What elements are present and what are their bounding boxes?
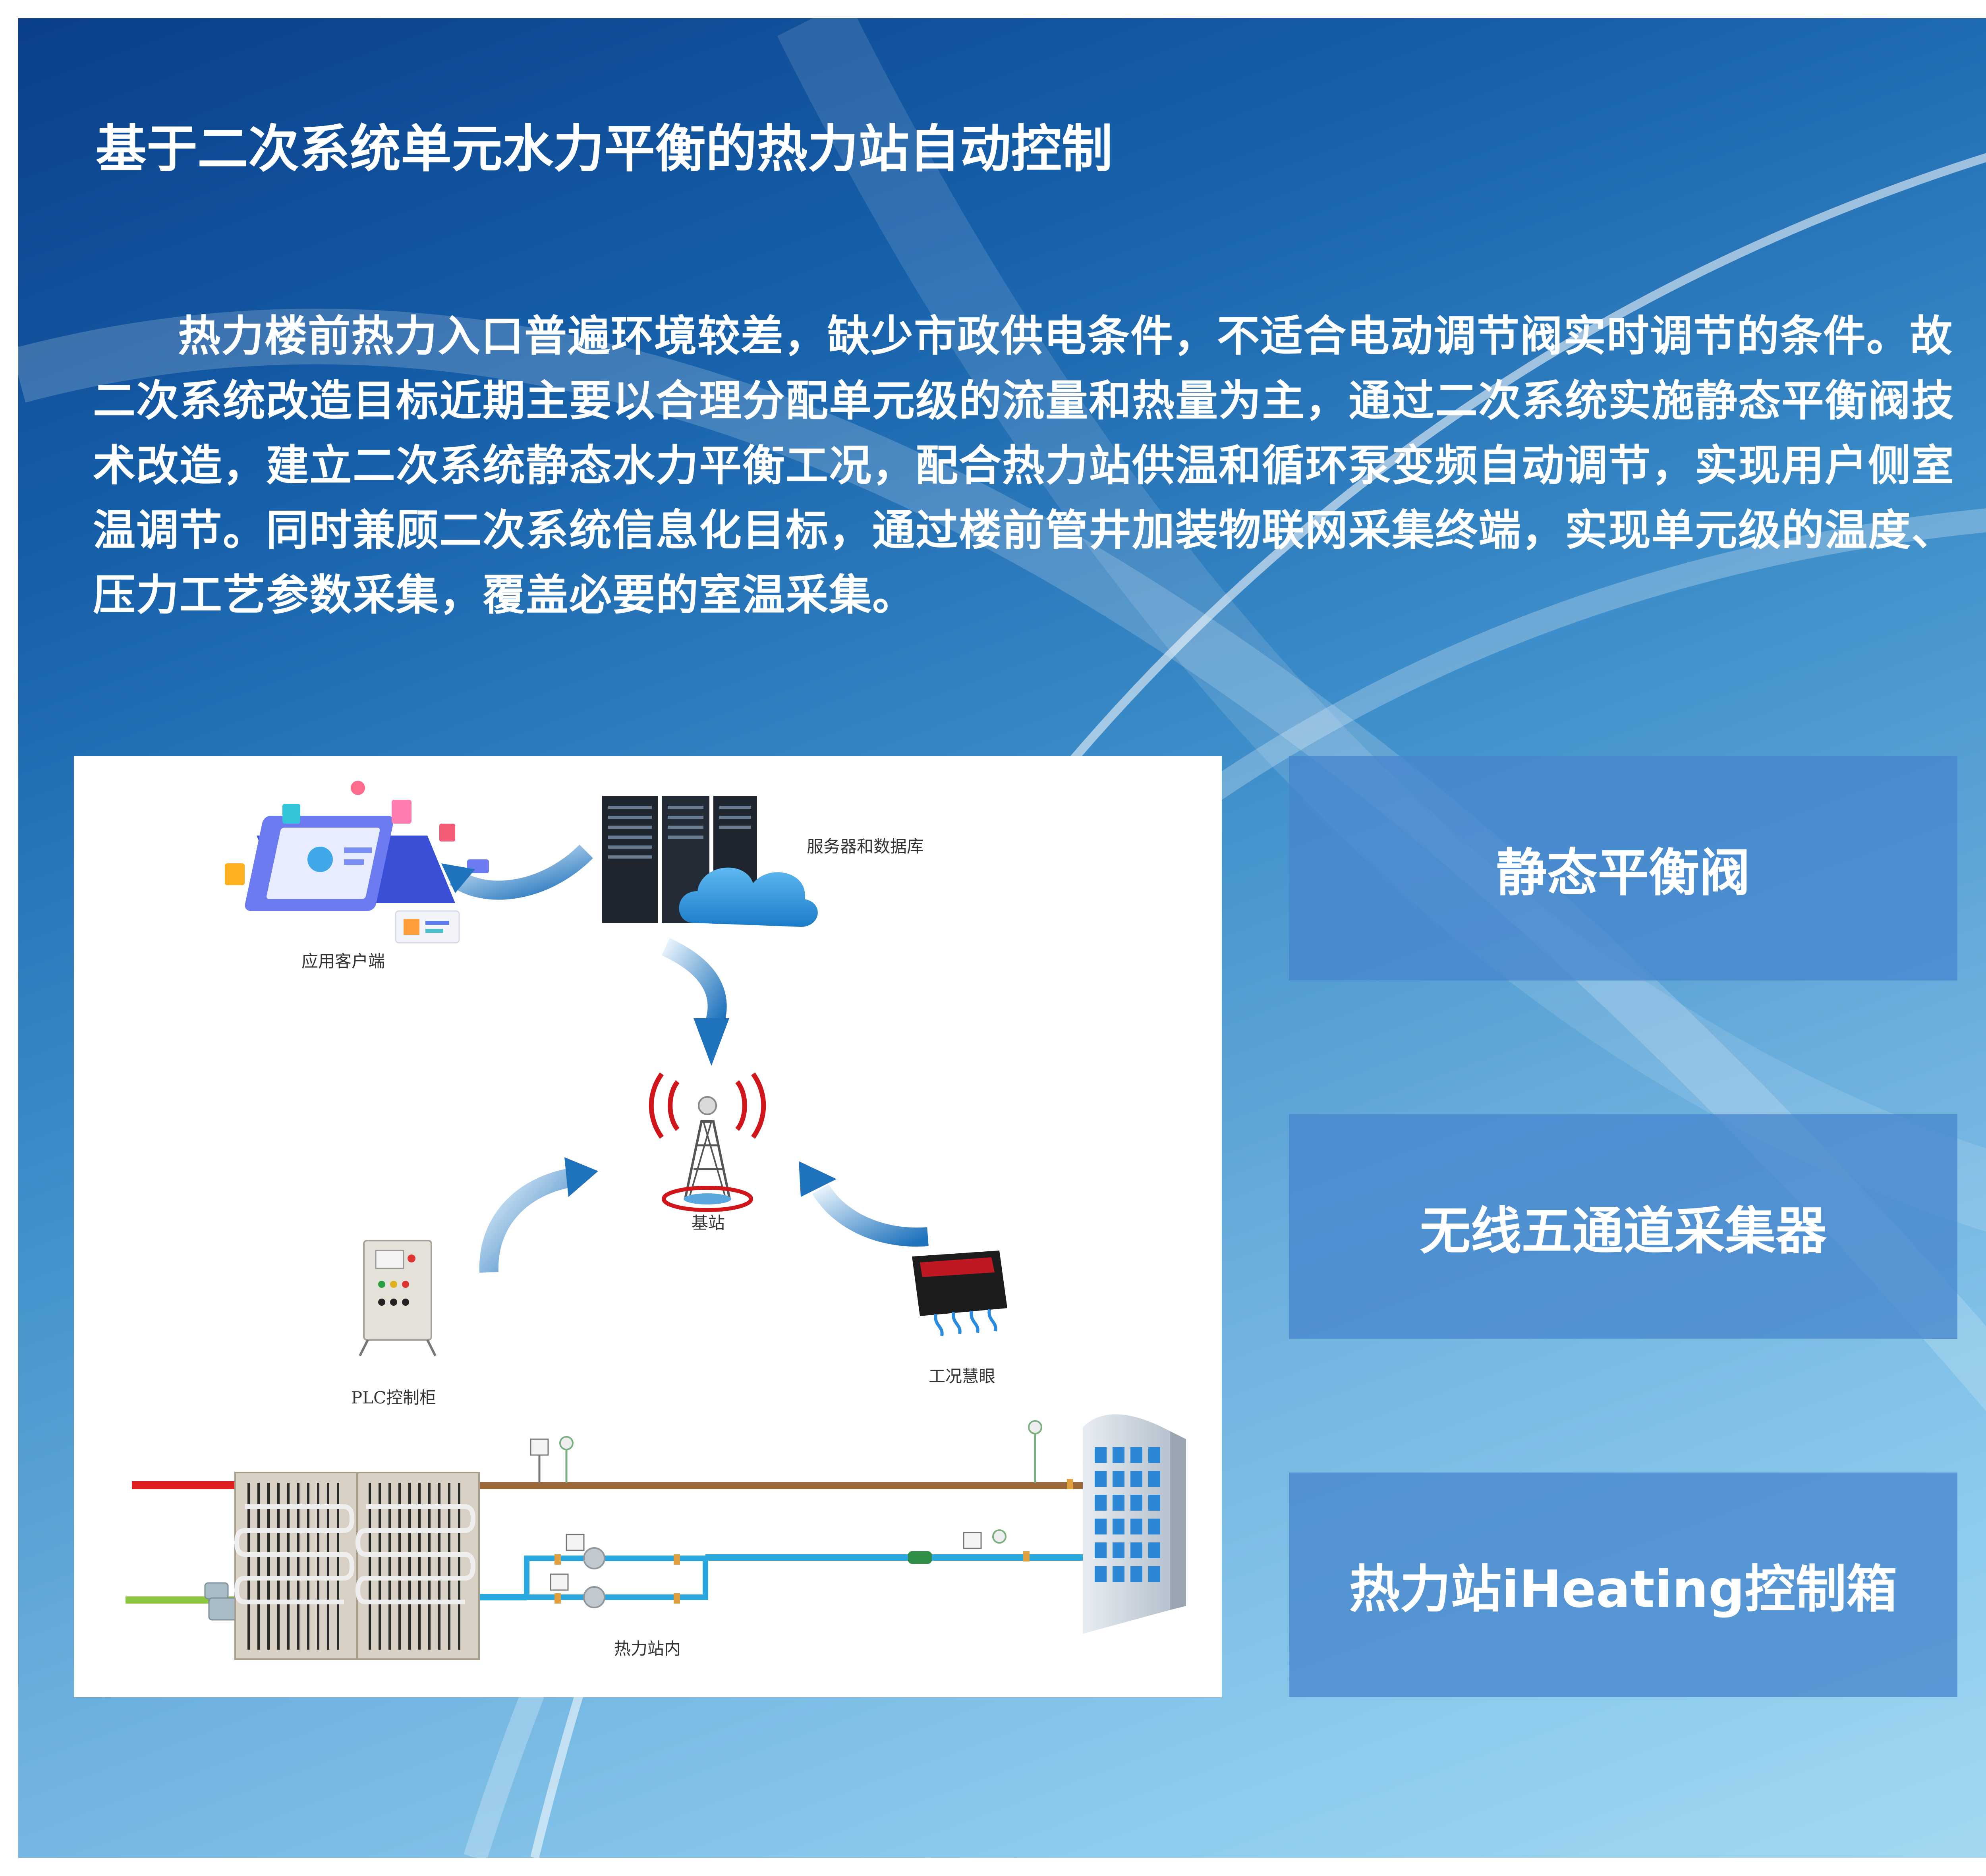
feature-card-wireless-collector: 无线五通道采集器 — [1289, 1114, 1957, 1339]
plc-cabinet-illustration — [359, 1240, 437, 1357]
feature-card-control-box: 热力站iHeating控制箱 — [1289, 1473, 1957, 1697]
arrow-server-to-base-station — [661, 938, 729, 1066]
intro-paragraph: 热力楼前热力入口普遍环境较差，缺少市政供电条件，不适合电动调节阀实时调节的条件。… — [93, 312, 1955, 620]
sensor-label: 工况慧眼 — [929, 1366, 995, 1386]
feature-card-label: 静态平衡阀 — [1496, 843, 1750, 903]
feature-card-label: 热力站iHeating控制箱 — [1349, 1560, 1897, 1619]
page-title: 基于二次系统单元水力平衡的热力站自动控制 — [96, 120, 1113, 179]
arrow-plc-to-base-station — [479, 1157, 598, 1273]
base-station-illustration — [649, 1072, 766, 1212]
feature-card-label: 无线五通道采集器 — [1420, 1202, 1827, 1261]
feature-card-static-balance-valve: 静态平衡阀 — [1289, 756, 1957, 980]
heat-exchanger — [234, 1472, 480, 1660]
arrow-sensor-to-base-station — [799, 1161, 929, 1247]
arrow-server-to-client — [441, 844, 593, 900]
building-illustration — [1083, 1414, 1186, 1634]
client-label: 应用客户端 — [301, 952, 385, 971]
pipeline-network — [126, 1420, 1087, 1621]
plc-label: PLC控制柜 — [351, 1388, 436, 1407]
system-diagram: 应用客户端 服务器和数据库 — [74, 756, 1222, 1697]
base-station-label: 基站 — [692, 1213, 725, 1233]
server-label: 服务器和数据库 — [807, 837, 923, 856]
server-illustration — [602, 796, 818, 927]
station-label: 热力站内 — [614, 1639, 681, 1658]
client-illustration — [225, 781, 489, 944]
sensor-illustration — [912, 1251, 1007, 1336]
